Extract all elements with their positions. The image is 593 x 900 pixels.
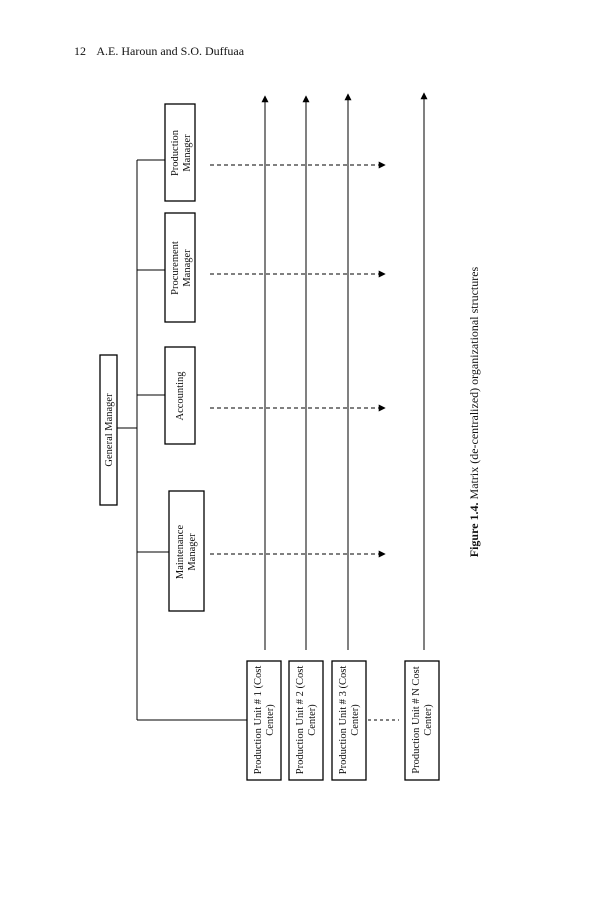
- fu-3-line-0: Maintenance: [175, 525, 186, 580]
- pu-0-line-1: Center): [265, 704, 276, 736]
- functional-unit-accounting: Accounting: [164, 346, 196, 445]
- functional-unit-production-manager: Production Manager: [164, 103, 196, 202]
- production-unit-3: Production Unit # 3 (Cost Center): [331, 660, 367, 781]
- pu-0-line-0: Production Unit # 1 (Cost: [253, 666, 264, 775]
- pu-2-line-1: Center): [350, 704, 361, 736]
- production-unit-arrows: [261, 92, 428, 650]
- page-number: 12: [74, 44, 86, 58]
- fu-0-line-1: Manager: [182, 134, 193, 172]
- production-unit-1: Production Unit # 1 (Cost Center): [246, 660, 282, 781]
- fu-0-line-0: Production: [170, 129, 181, 176]
- pu-2-line-0: Production Unit # 3 (Cost: [338, 666, 349, 775]
- caption-label: Figure 1.4.: [467, 502, 481, 557]
- pu-3-line-1: Center): [423, 704, 434, 736]
- fu-1-line-1: Manager: [182, 249, 193, 287]
- connector-lines: [117, 159, 399, 721]
- general-manager-label: General Manager: [104, 393, 115, 467]
- production-unit-n: Production Unit # N Cost Center): [404, 660, 440, 781]
- functional-dashed-arrows: [210, 161, 386, 558]
- fu-2-line-0: Accounting: [175, 371, 186, 421]
- figure-caption: Figure 1.4. Matrix (de-centralized) orga…: [467, 266, 481, 557]
- pu-3-line-0: Production Unit # N Cost: [411, 666, 422, 773]
- caption-text: Matrix (de-centralized) organizational s…: [467, 266, 481, 502]
- pu-1-line-0: Production Unit # 2 (Cost: [295, 666, 306, 775]
- production-unit-2: Production Unit # 2 (Cost Center): [288, 660, 324, 781]
- fu-1-line-0: Procurement: [170, 241, 181, 295]
- page-header: 12 A.E. Haroun and S.O. Duffuaa: [74, 44, 244, 59]
- functional-unit-maintenance-manager: Maintenance Manager: [168, 490, 205, 612]
- pu-1-line-1: Center): [307, 704, 318, 736]
- running-authors: A.E. Haroun and S.O. Duffuaa: [96, 44, 245, 58]
- general-manager-box: [99, 354, 118, 506]
- fu-3-line-1: Manager: [187, 533, 198, 571]
- functional-unit-procurement-manager: Procurement Manager: [164, 212, 196, 323]
